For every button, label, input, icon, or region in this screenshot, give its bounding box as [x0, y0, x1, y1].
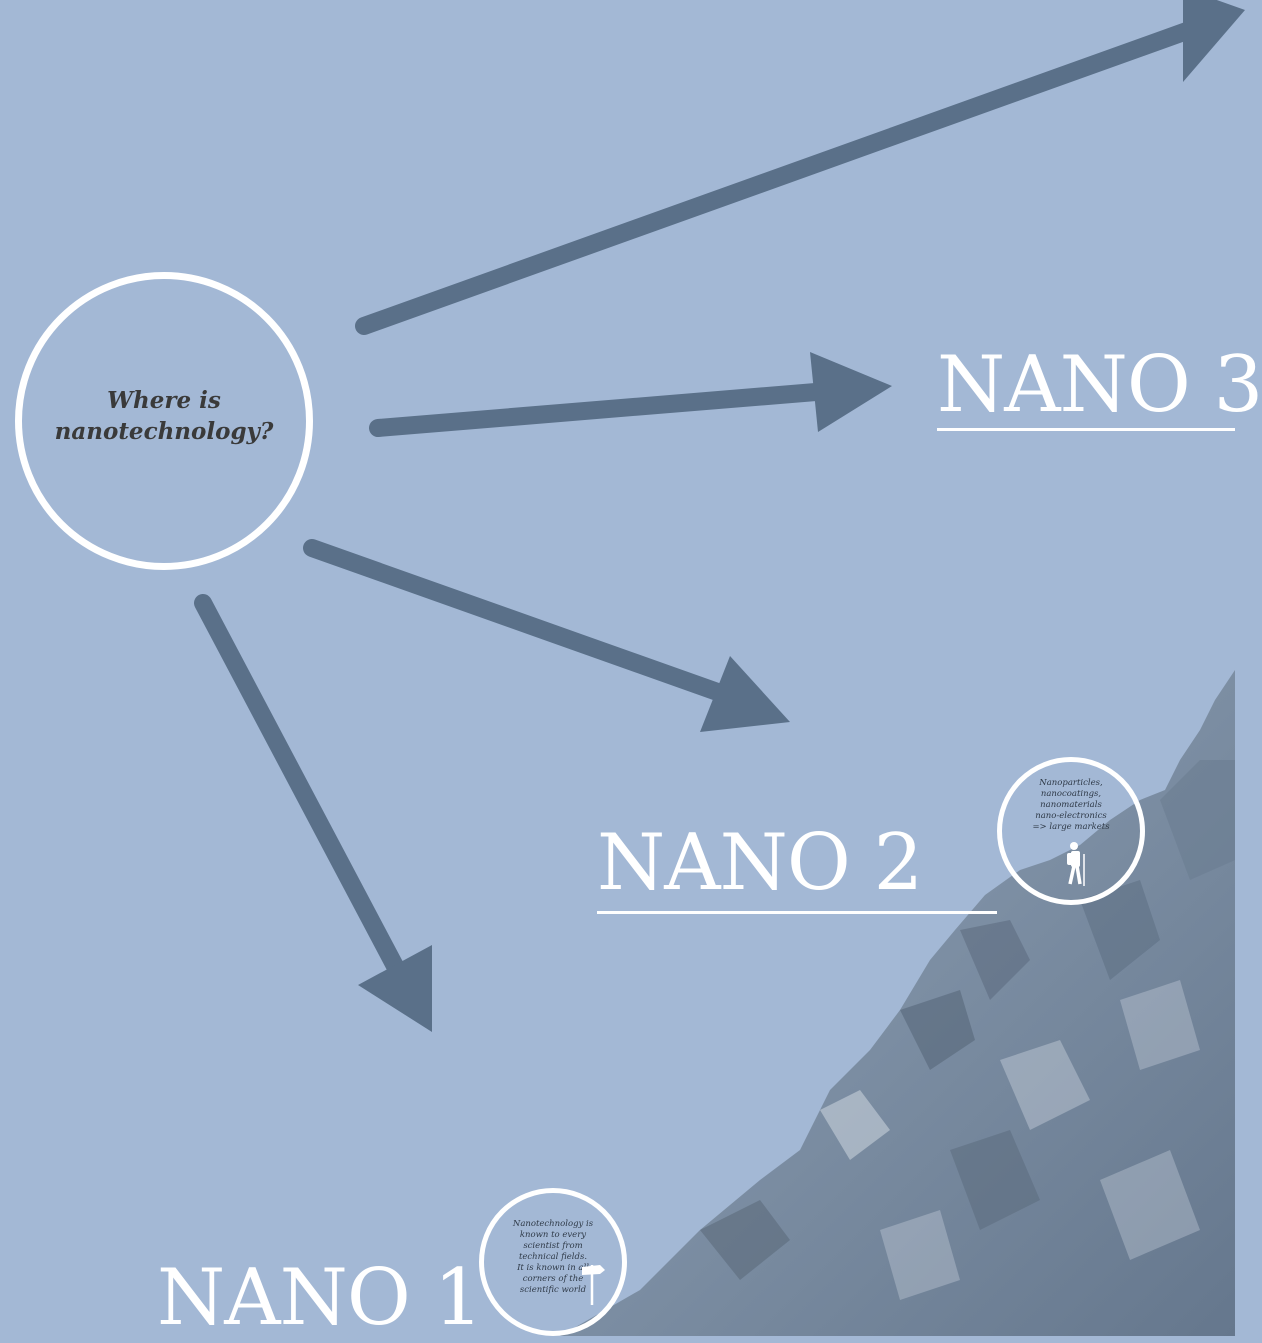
nano2-underline: [597, 911, 997, 914]
presentation-canvas: Where is nanotechnology? NANO 3 NANO 2 N…: [15, 0, 1262, 1343]
center-node-text: Where is nanotechnology?: [44, 385, 284, 447]
nano2-note-line: Nanoparticles,: [1039, 778, 1103, 788]
nano1-note-line: scientist from: [523, 1241, 583, 1251]
nano1-note-line: known to every: [519, 1230, 587, 1240]
nano2-heading[interactable]: NANO 2: [597, 818, 923, 908]
center-node-line2: nanotechnology?: [54, 418, 274, 445]
center-node[interactable]: Where is nanotechnology?: [15, 272, 313, 570]
mountain-image: [560, 670, 1235, 1336]
nano1-note-line: scientific world: [519, 1285, 587, 1295]
nano3-heading[interactable]: NANO 3: [937, 340, 1262, 430]
nano2-note-line: nanocoatings,: [1040, 789, 1102, 799]
signpost-icon: [582, 1265, 605, 1305]
nano1-note-text: Nanotechnology is known to every scienti…: [484, 1219, 622, 1296]
nano1-note-line: It is known in all: [517, 1263, 589, 1273]
nano1-heading[interactable]: NANO 1: [157, 1253, 483, 1343]
nano2-note-text: Nanoparticles, nanocoatings, nanomateria…: [1002, 778, 1140, 833]
nano1-note-line: Nanotechnology is: [512, 1219, 594, 1229]
arrow-icon: [194, 594, 432, 1032]
hiker-icon: [1067, 842, 1085, 886]
nano1-note-circle[interactable]: Nanotechnology is known to every scienti…: [479, 1188, 627, 1336]
nano2-note-line: => large markets: [1032, 822, 1110, 832]
arrow-icon: [355, 0, 1245, 335]
nano3-underline: [937, 428, 1235, 431]
nano1-note-line: technical fields.: [518, 1252, 588, 1262]
nano1-note-line: corners of the: [522, 1274, 584, 1284]
center-node-line1: Where is: [107, 387, 221, 414]
arrow-icon: [303, 539, 790, 732]
arrow-icon: [369, 352, 892, 437]
nano2-note-circle[interactable]: Nanoparticles, nanocoatings, nanomateria…: [997, 757, 1145, 905]
nano2-note-line: nanomaterials: [1040, 800, 1102, 810]
arrows-layer: [194, 0, 1245, 1032]
nano2-note-line: nano-electronics: [1035, 811, 1107, 821]
